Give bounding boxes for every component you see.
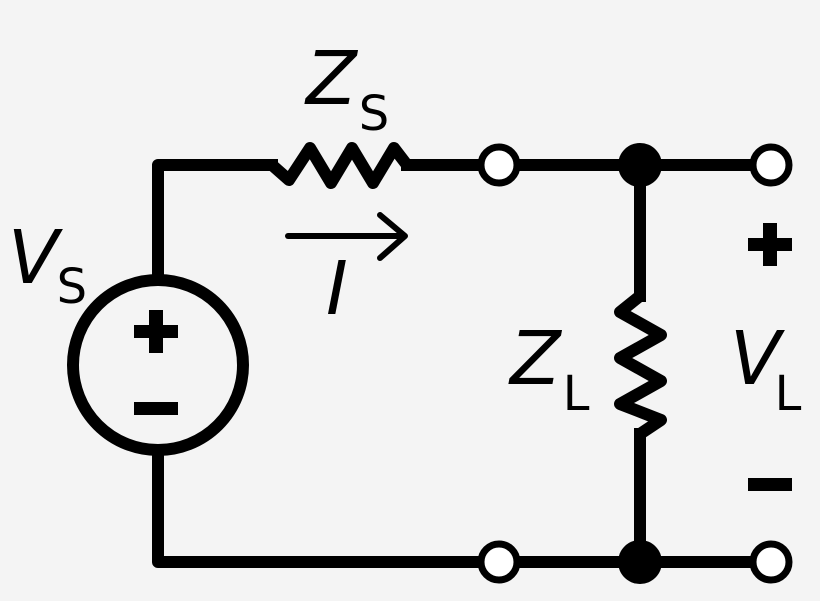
source-plus-sign [134,310,178,353]
terminal-output-bottom [749,540,793,584]
output-minus-sign [748,478,792,491]
terminal-output-top [749,143,793,187]
voltage-source [67,274,249,456]
source-label: VS [8,215,87,315]
wire-source-bottom [152,446,490,568]
terminal-input-bottom [477,540,521,584]
zs-resistor [266,142,413,189]
output-plus-sign [748,223,792,266]
source-circle [67,274,249,456]
wire-source-top [152,159,278,284]
zs-label: ZS [304,36,389,142]
zl-label: ZL [508,316,590,422]
junction-top [618,143,662,187]
source-minus-sign [134,402,178,415]
current-label: I [326,246,348,332]
junction-bottom [618,540,662,584]
output-voltage-label: VL [730,316,802,422]
current-arrow [285,212,408,261]
zl-resistor [614,290,667,440]
terminal-input-top [477,143,521,187]
